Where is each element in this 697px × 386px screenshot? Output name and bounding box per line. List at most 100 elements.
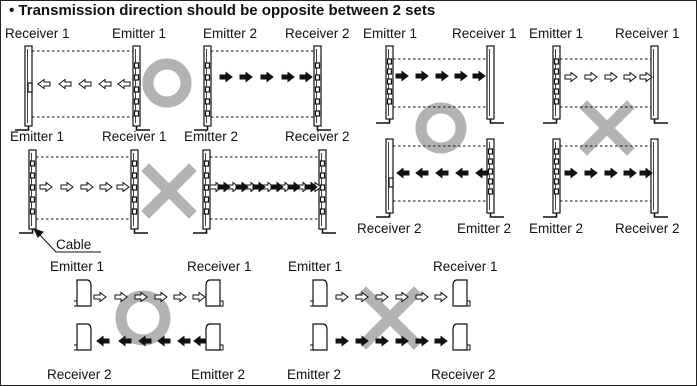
pillar-tl-emitter-2-window [204,74,211,81]
arrow-bl-left [138,335,152,347]
wrong-mark-br [358,286,422,350]
arrow-tr1-left [475,167,489,179]
pillar-ml-emitter-2-window [203,184,210,191]
arrow-tl-left [58,78,72,90]
sensor-br-receiver-2 [452,323,468,351]
arrow-br-right-filled [355,335,369,347]
arrow-tl-left [78,78,92,90]
arrow-br-right-filled [395,335,409,347]
pillar-tl-emitter-2-window [204,86,211,93]
pillar-tl-emitter-1-window [133,62,140,69]
arrow-tr1-left [415,167,429,179]
arrow-bl-right [114,291,128,303]
arrow-ml-right [60,181,74,193]
pillar-tr2-emitter-1-window [553,98,560,105]
pillar-tl-emitter-1-window [133,86,140,93]
arrow-tr1-right [435,70,449,82]
pillar-ml-emitter-2-window [203,196,210,203]
sensor-br-receiver-2-tab [467,344,471,351]
pillar-tl-emitter-2-window [204,98,211,105]
arrow-tr1-right [454,70,468,82]
pillar-tr2-emitter-2-window [553,168,560,175]
pillar-ml-emitter-1-foot [19,229,34,234]
arrow-bl-left [193,335,207,347]
pillar-tr2-emitter-1-foot [543,119,558,124]
pillar-tr2-emitter-2-window [553,158,560,165]
arrow-br-right [375,291,389,303]
pillar-tl-receiver-2-foot [316,126,331,131]
pillar-tr2-receiver-2-foot [653,213,668,218]
arrow-tl-right [239,71,253,83]
pillar-tr2-emitter-1-window [553,68,560,75]
pillar-tr2-receiver-1-foot [653,119,668,124]
arrow-tr1-right [395,70,409,82]
pillar-ml-emitter-1-window [29,196,36,203]
pillar-tr2-receiver-1 [650,45,659,120]
arrow-bl-right [93,291,107,303]
pillar-tl-emitter-2-window [204,110,211,117]
cable-leader-line [38,233,101,253]
arrow-ml-right-filled [304,181,318,193]
pillar-tr1-receiver-2 [385,138,394,214]
label-br-receiver-2: Receiver 2 [431,367,496,382]
arrow-ml-right-filled [252,181,266,193]
label-tr1-emitter-1: Emitter 1 [363,26,418,41]
label-ml-receiver-1: Receiver 1 [102,129,167,144]
arrow-ml-right [99,181,113,193]
arrow-tl-left [117,78,131,90]
arrow-bl-right [154,291,168,303]
arrow-ml-right-filled [270,181,284,193]
pillar-tr1-emitter-2-window [487,158,494,165]
sensor-bl-emitter-1-tab [74,300,78,307]
correct-mark-tl [142,58,192,108]
label-cable: Cable [56,237,92,252]
pillar-tr1-emitter-1-window [386,68,393,75]
pillar-tr1-emitter-1-window [386,58,393,65]
pillar-tr2-emitter-1-window [553,58,560,65]
pillar-ml-receiver-1-window [131,184,138,191]
label-br-emitter-2: Emitter 2 [287,367,342,382]
sensor-br-receiver-1 [452,279,468,307]
pillar-tl-emitter-1-window [133,74,140,81]
pillar-tr2-receiver-2 [650,138,659,214]
pillar-tl-emitter-1-window [133,110,140,117]
pillar-ml-emitter-1-window [29,184,36,191]
heading: • Transmission direction should be oppos… [9,2,436,19]
pillar-tr2-emitter-2-window [553,148,560,155]
label-bl-receiver-2: Receiver 2 [47,367,112,382]
arrow-tr1-right [472,70,486,82]
label-br-receiver-1: Receiver 1 [433,259,498,274]
arrow-tr2-right [623,167,637,179]
pillar-ml-emitter-1-window [29,208,36,215]
pillar-tr1-emitter-1-window [386,88,393,95]
pillar-tl-receiver-2-window [314,62,321,69]
arrow-tl-right [299,71,313,83]
pillar-ml-emitter-2-window [203,160,210,167]
sensor-bl-receiver-2-tab [74,344,78,351]
pillar-tl-receiver-1-window [27,82,33,93]
pillar-ml-receiver-2-window [319,160,326,167]
sensor-bl-receiver-1 [205,279,221,307]
pillar-tr1-emitter-2-foot [489,213,504,218]
label-tr2-receiver-2: Receiver 2 [615,221,680,236]
arrow-br-right-filled [434,335,448,347]
pillar-ml-emitter-2-foot [193,229,208,234]
pillar-tr2-emitter-2-window [553,178,560,185]
arrow-br-right-filled [415,335,429,347]
wrong-mark-ml [141,163,197,219]
arrow-tr1-left [435,167,449,179]
arrow-bl-left [177,335,191,347]
sensor-br-receiver-1-tab [467,300,471,307]
pillar-tr1-emitter-1-foot [376,119,391,124]
label-bl-receiver-1: Receiver 1 [187,259,252,274]
pillar-tr2-emitter-1-window [553,78,560,85]
arrow-bl-left [118,335,132,347]
arrow-br-right-filled [375,335,389,347]
label-ml-emitter-1: Emitter 1 [10,129,65,144]
label-br-emitter-1: Emitter 1 [288,259,343,274]
cable-arrowhead [33,228,44,238]
pillar-tl-emitter-1-foot [135,126,150,131]
label-tr1-receiver-2: Receiver 2 [357,221,422,236]
label-tl-emitter-2: Emitter 2 [203,26,258,41]
